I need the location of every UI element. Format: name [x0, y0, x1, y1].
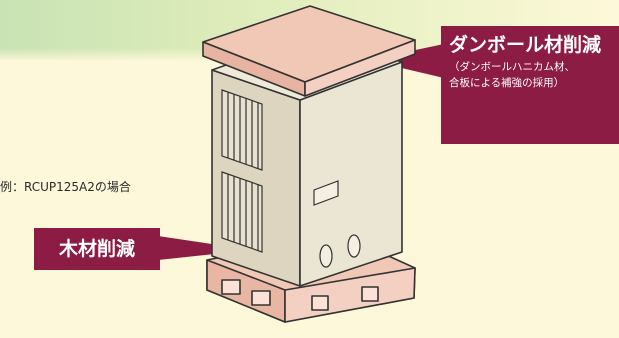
cardboard-cap — [202, 5, 416, 97]
cardboard-reduction-title: ダンボール材削減 — [449, 34, 602, 56]
wood-reduction-title: 木材削減 — [58, 238, 135, 260]
cardboard-reduction-detail-2: 合板による補強の採用） — [449, 77, 565, 89]
example-caption: 例：RCUP125A2の場合 — [0, 180, 131, 194]
panel-details — [313, 180, 361, 268]
grille — [221, 89, 263, 253]
cardboard-reduction-detail-1: （ダンボールハニカム材、 — [449, 61, 575, 73]
wood-reduction-label: 木材削減 — [34, 228, 160, 270]
wood-callout-pointer — [158, 236, 252, 260]
cardboard-reduction-label: ダンボール材削減 （ダンボールハニカム材、 合板による補強の採用） — [441, 26, 619, 144]
cardboard-callout-pointer — [368, 44, 444, 78]
